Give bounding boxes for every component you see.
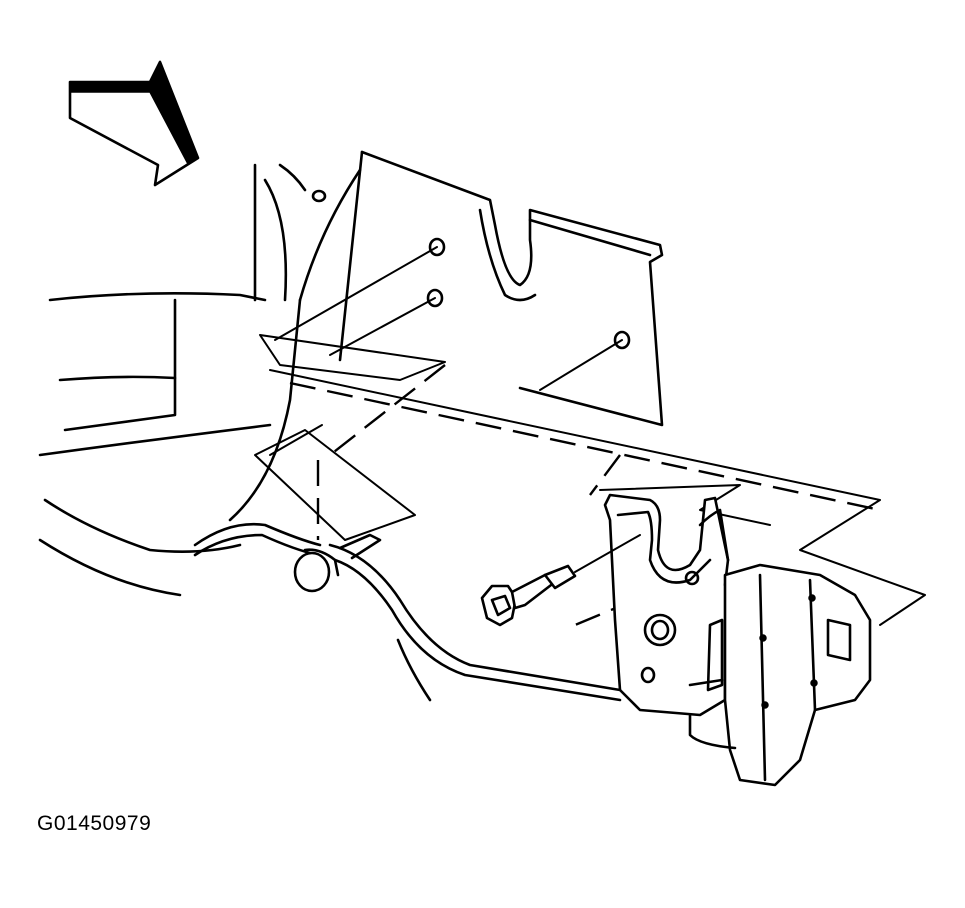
reference-planes	[254, 334, 926, 626]
alignment-lines	[269, 246, 623, 456]
latch-assembly	[603, 493, 737, 717]
upper-bracket	[311, 150, 664, 427]
bolt-icon	[480, 534, 641, 627]
actuator-cable	[193, 522, 622, 702]
figure-id-label: G01450979	[37, 812, 152, 835]
mounting-plate	[688, 563, 872, 787]
body-panel	[38, 163, 362, 597]
view-direction-arrow-icon	[68, 60, 200, 187]
